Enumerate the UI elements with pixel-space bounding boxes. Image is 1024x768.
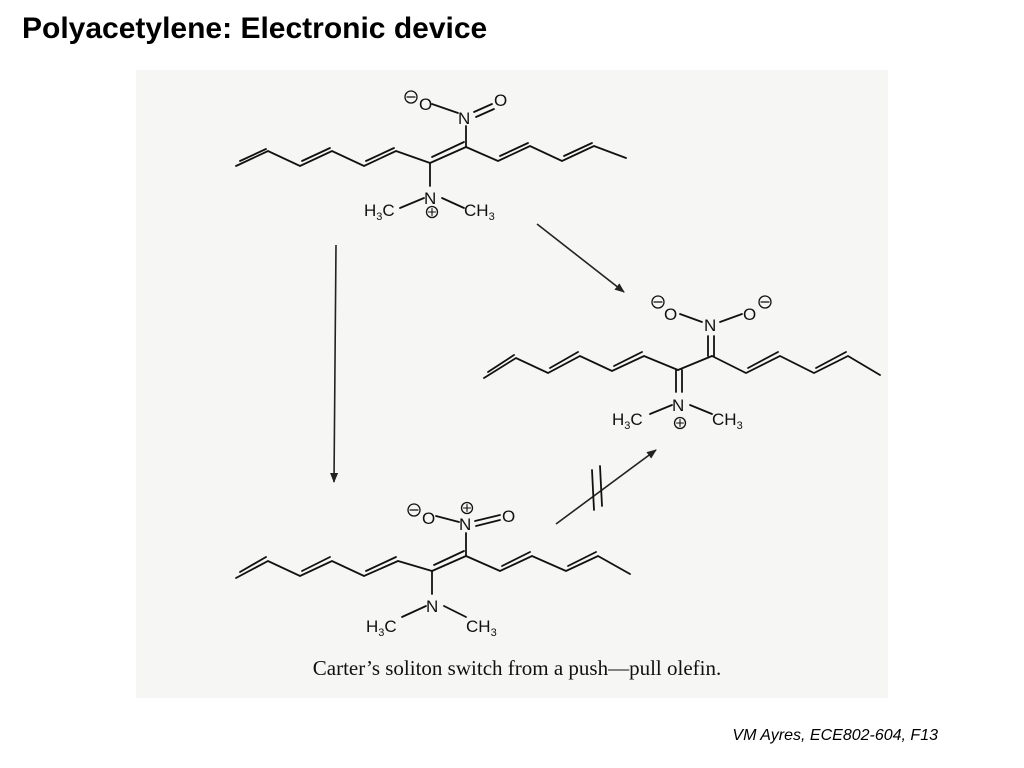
nitro-n-bottom: N	[459, 515, 471, 534]
nitro-n-right: N	[704, 316, 716, 335]
negative-charge-icon	[651, 295, 665, 309]
methyl-left-right: H3C	[612, 410, 643, 432]
amine-n: N	[424, 189, 436, 208]
methyl-right-bottom: CH3	[466, 617, 497, 639]
amine-n-bottom: N	[426, 597, 438, 616]
block-mark-2	[599, 465, 603, 507]
chain-left-right	[483, 354, 679, 379]
methyl-right-top: CH3	[464, 201, 495, 223]
figure-caption: Carter’s soliton switch from a push—pull…	[312, 656, 722, 680]
positive-charge-icon	[425, 205, 439, 219]
nitro-n: N	[458, 109, 470, 128]
negative-charge-icon	[407, 503, 421, 517]
chain-right-right	[711, 354, 881, 376]
molecule-bottom: N O O N H3C CH3	[235, 501, 631, 639]
arrow-diagonal	[536, 223, 625, 293]
slide-footer: VM Ayres, ECE802-604, F13	[732, 727, 938, 744]
figure-panel	[136, 70, 888, 698]
nitro-o-left-right: O	[664, 305, 677, 324]
methyl-left-top: H3C	[364, 201, 395, 223]
molecule-right: N O O N H3C CH3	[483, 295, 881, 432]
nitro-o-right-right: O	[743, 305, 756, 324]
chain-right-bottom	[465, 554, 631, 575]
negative-charge-icon	[758, 295, 772, 309]
nitro-o-left-bottom: O	[422, 509, 435, 528]
negative-charge-icon	[404, 90, 418, 104]
nitro-o-right: O	[494, 91, 507, 110]
positive-charge-icon	[460, 501, 474, 515]
positive-charge-icon	[673, 416, 687, 430]
nitro-o-right-bottom: O	[502, 507, 515, 526]
chain-right-top	[465, 145, 627, 162]
arrow-down	[330, 244, 339, 483]
molecule-top: N O O N H3C CH3	[235, 90, 627, 223]
chain-left-top	[235, 150, 431, 167]
methyl-left-bottom: H3C	[366, 617, 397, 639]
amine-n-right: N	[672, 396, 684, 415]
nitro-o-left: O	[419, 95, 432, 114]
block-mark-1	[591, 469, 595, 511]
methyl-right-right: CH3	[712, 410, 743, 432]
blocked-arrow	[555, 449, 657, 525]
slide-title: Polyacetylene: Electronic device	[22, 12, 488, 45]
chain-left-bottom	[235, 559, 433, 579]
